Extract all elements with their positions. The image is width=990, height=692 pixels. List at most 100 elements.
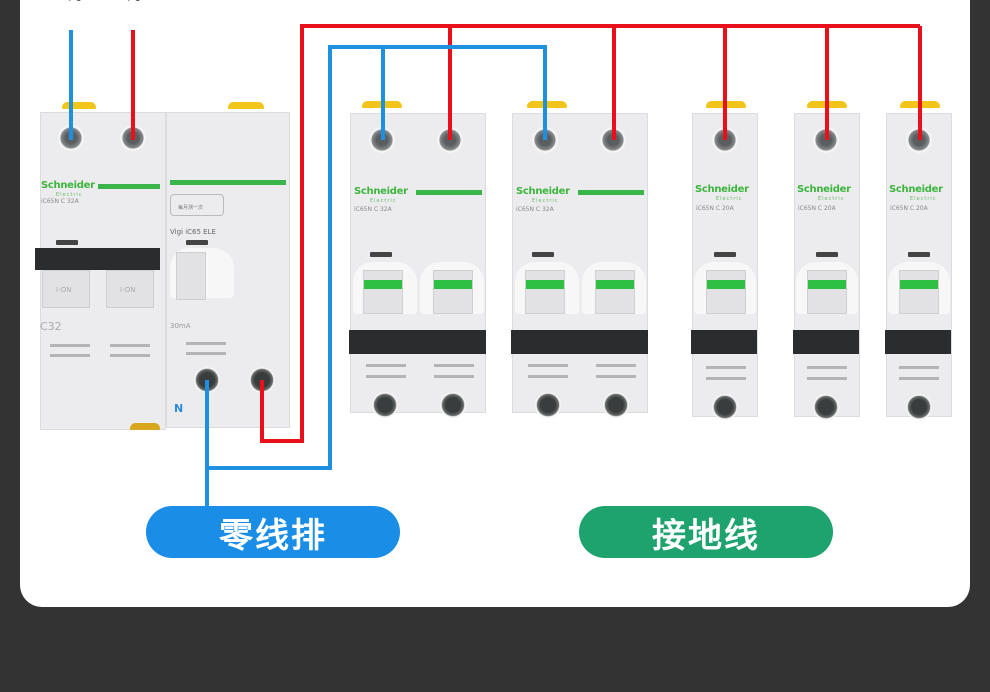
toggle-handle[interactable] [899,270,939,314]
terminal-screw-icon [906,394,932,420]
on-indicator [808,280,846,289]
vent [50,344,90,347]
vent [186,352,226,355]
terminal-screw-icon [532,127,558,153]
toggle-bar [35,248,160,270]
on-indicator [364,280,402,289]
toggle-handle[interactable] [525,270,565,314]
status-window [714,252,736,257]
terminal-screw-icon [603,392,629,418]
status-window [532,252,554,257]
vent [186,342,226,345]
on-indicator [900,280,938,289]
brand-stripe [98,184,160,189]
vent [366,364,406,367]
status-window [908,252,930,257]
status-window [56,240,78,245]
on-indicator [526,280,564,289]
toggle-handle[interactable] [433,270,473,314]
rcd-model: Vigi iC65 ELE [170,228,216,236]
on-indicator [707,280,745,289]
terminal-screw-icon [372,392,398,418]
diagram-card: 线 线 Schneider Electric iC65N C 32A I-ON … [20,0,970,607]
neutral-input-label: 线 [60,0,82,6]
brand-subtitle: Electric [370,198,397,204]
terminal-screw-icon [813,394,839,420]
vent [706,377,746,380]
vent [434,364,474,367]
brand-subtitle: Electric [716,196,743,202]
brand-logo: Schneider [516,186,570,197]
breaker-rating: iC65N C 32A [516,206,554,213]
curve-label: C32 [40,320,62,333]
toggle-handle[interactable] [595,270,635,314]
ground-wire-text: 接地线 [652,515,760,556]
terminal-screw-icon [249,367,275,393]
on-indicator [434,280,472,289]
vent [110,354,150,357]
terminal-screw-icon [369,127,395,153]
toggle-handle[interactable] [106,270,154,308]
din-clip [706,101,746,108]
vent [596,375,636,378]
terminal-screw-icon [440,392,466,418]
toggle-bar [885,330,951,354]
status-window [370,252,392,257]
terminal-screw-icon [120,125,146,151]
toggle-bar [691,330,757,354]
din-clip [807,101,847,108]
toggle-handle[interactable] [807,270,847,314]
neutral-bar-label: 零线排 [146,506,400,558]
breaker-rating: iC65N C 32A [354,206,392,213]
terminal-screw-icon [813,127,839,153]
vent [110,344,150,347]
neutral-marker: N [174,402,184,415]
toggle-bar [511,330,648,354]
din-clip [900,101,940,108]
sensitivity-label: 30mA [170,322,191,330]
vent [434,375,474,378]
din-clip [228,102,264,109]
terminal-screw-icon [712,127,738,153]
terminal-screw-icon [437,127,463,153]
brand-logo: Schneider [889,184,943,195]
vent [899,366,939,369]
din-clip [527,101,567,108]
vent [528,375,568,378]
toggle-bar [793,330,859,354]
handle-label: I-ON [56,286,72,294]
test-caption: 每月测一次 [178,205,204,211]
breaker-rating: iC65N C 20A [890,205,928,212]
rcd-toggle-handle[interactable] [176,252,206,300]
brand-subtitle: Electric [818,196,845,202]
terminal-screw-icon [906,127,932,153]
terminal-screw-icon [600,127,626,153]
terminal-screw-icon [58,125,84,151]
terminal-screw-icon [535,392,561,418]
vent [807,366,847,369]
vent [366,375,406,378]
ground-wire-label: 接地线 [579,506,833,558]
neutral-bar-text: 零线排 [219,515,327,556]
din-clip [362,101,402,108]
vent [807,377,847,380]
din-clip [130,423,160,430]
brand-logo: Schneider [41,180,95,191]
toggle-handle[interactable] [42,270,90,308]
din-clip [62,102,96,109]
toggle-bar [349,330,486,354]
vent [596,364,636,367]
brand-stripe [170,180,286,185]
brand-subtitle: Electric [532,198,559,204]
brand-logo: Schneider [354,186,408,197]
toggle-handle[interactable] [363,270,403,314]
brand-logo: Schneider [695,184,749,195]
breaker-rating: iC65N C 20A [696,205,734,212]
terminal-screw-icon [712,394,738,420]
vent [528,364,568,367]
handle-label: I-ON [120,286,136,294]
toggle-handle[interactable] [706,270,746,314]
terminal-screw-icon [194,367,220,393]
on-indicator [596,280,634,289]
brand-stripe [416,190,482,195]
